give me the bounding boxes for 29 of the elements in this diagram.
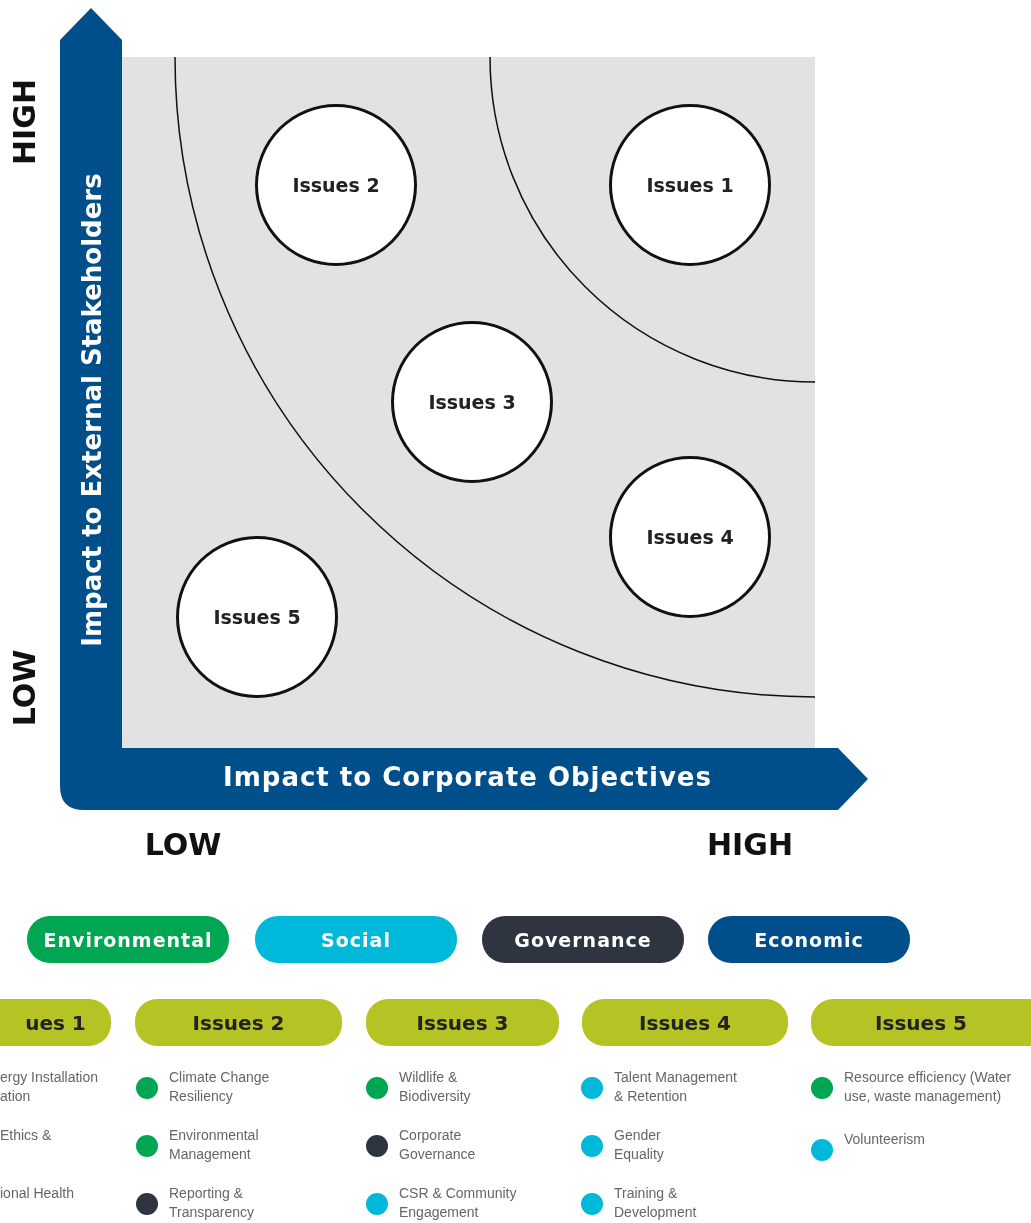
- category-legend-pill: Economic: [708, 916, 910, 963]
- category-legend-pill: Environmental: [27, 916, 229, 963]
- issue-item-text: Environmental Management: [169, 1126, 260, 1164]
- issue-header: Issues 3: [366, 999, 559, 1046]
- axis-title: Impact to Corporate Objectives: [222, 762, 713, 792]
- category-legend-pill: Social: [255, 916, 457, 963]
- issue-item-text: Resource efficiency (Water use, waste management): [844, 1068, 1013, 1106]
- issue-header: ues 1: [0, 999, 111, 1046]
- axis-level-label: LOW: [143, 827, 223, 862]
- issue-item-text: CSR & Community Engagement: [399, 1184, 518, 1222]
- axis-level-label: HIGH: [10, 79, 40, 165]
- category-legend-pill: Governance: [482, 916, 684, 963]
- issue-item-text: Training & Development: [614, 1184, 698, 1222]
- issue-item-text: Climate Change Resiliency: [169, 1068, 271, 1106]
- issue-item-text: ergy Installation ation: [0, 1068, 100, 1106]
- issue-item-text: ional Health: [0, 1184, 74, 1203]
- issue-item-text: Reporting & Transparency: [169, 1184, 256, 1222]
- axis-title: Impact to External Stakeholders: [78, 173, 105, 647]
- issue-item-text: Talent Management & Retention: [614, 1068, 738, 1106]
- issue-item-text: Corporate Governance: [399, 1126, 477, 1164]
- issue-header: Issues 5: [811, 999, 1031, 1046]
- issue-header: Issues 2: [135, 999, 342, 1046]
- issue-item-text: Gender Equality: [614, 1126, 665, 1164]
- axis-level-label: LOW: [9, 649, 40, 727]
- issue-item-text: Wildlife & Biodiversity: [399, 1068, 472, 1106]
- issue-header: Issues 4: [582, 999, 788, 1046]
- issue-item-text: Volunteerism: [844, 1130, 925, 1149]
- axis-level-label: HIGH: [706, 827, 794, 862]
- issue-item-text: Ethics &: [0, 1126, 52, 1145]
